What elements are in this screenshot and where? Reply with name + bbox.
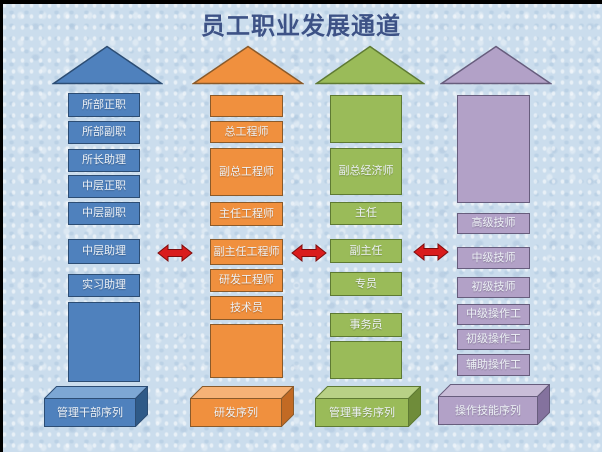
level-box: 研发工程师 (210, 269, 283, 292)
pedestal-3d-box-icon (315, 386, 421, 427)
level-box-empty (210, 95, 283, 117)
pedestal-label: 管理事务序列 (329, 406, 395, 419)
level-box: 初级技师 (457, 277, 530, 298)
level-box: 副主任 (330, 239, 402, 263)
level-box: 副主任工程师 (210, 239, 283, 265)
pedestal-label: 操作技能序列 (455, 404, 521, 417)
pedestal-operation-skills: 操作技能序列 (438, 384, 550, 425)
up-arrow-icon (52, 45, 163, 85)
level-box: 所部副职 (68, 121, 140, 144)
pedestal-research-development: 研发序列 (190, 386, 294, 427)
level-box-empty (68, 302, 140, 382)
swap-arrow-icon (413, 242, 449, 262)
screen-top-edge (0, 0, 602, 4)
level-box: 中级技师 (457, 247, 530, 269)
level-box: 所长助理 (68, 149, 140, 172)
pedestal-management-affairs: 管理事务序列 (315, 386, 421, 427)
pedestal-3d-box-icon (190, 386, 294, 427)
level-box: 初级操作工 (457, 329, 530, 350)
level-box: 总工程师 (210, 121, 283, 143)
level-box: 主任工程师 (210, 202, 283, 226)
level-box: 中级操作工 (457, 304, 530, 325)
level-box: 专员 (330, 272, 402, 296)
up-arrow-icon (315, 45, 425, 85)
level-box: 中层正职 (68, 175, 140, 198)
level-box-empty (457, 95, 530, 203)
pedestal-3d-box-icon (44, 386, 148, 427)
level-box: 技术员 (210, 296, 283, 320)
level-box: 主任 (330, 202, 402, 225)
level-box: 副总工程师 (210, 148, 283, 196)
level-box: 实习助理 (68, 274, 140, 297)
swap-arrow-icon (291, 243, 327, 263)
up-arrow-icon (192, 45, 304, 85)
pedestal-label: 管理干部序列 (57, 406, 123, 419)
page-title: 员工职业发展通道 (201, 12, 401, 40)
level-box-empty (330, 95, 402, 143)
swap-arrow-icon (157, 243, 193, 263)
pedestal-3d-box-icon (438, 384, 550, 425)
screen-left-edge (0, 0, 3, 452)
level-box: 中层副职 (68, 202, 140, 225)
up-arrow-icon (440, 45, 552, 85)
level-box-empty (330, 341, 402, 379)
pedestal-management-cadre: 管理干部序列 (44, 386, 148, 427)
level-box: 辅助操作工 (457, 354, 530, 376)
level-box: 事务员 (330, 313, 402, 337)
pedestal-label: 研发序列 (214, 406, 258, 419)
level-box: 所部正职 (68, 93, 140, 117)
level-box-empty (210, 324, 283, 378)
level-box: 高级技师 (457, 213, 530, 234)
level-box: 副总经济师 (330, 148, 402, 195)
level-box: 中层助理 (68, 239, 140, 264)
